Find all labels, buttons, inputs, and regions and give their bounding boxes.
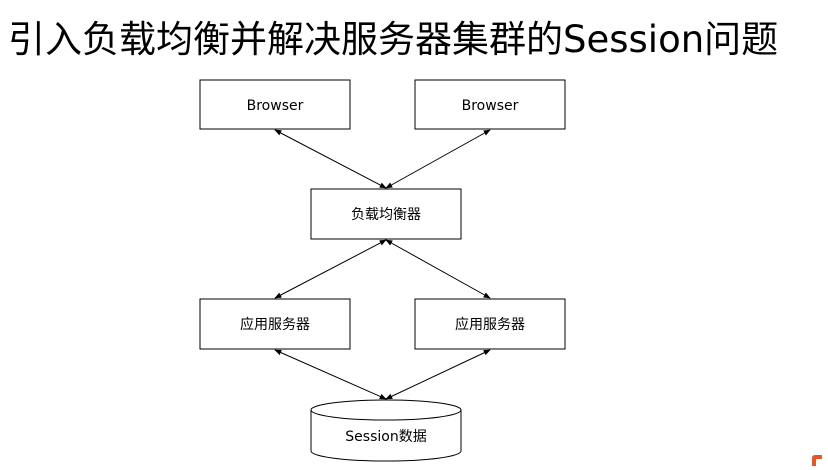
node-box bbox=[414, 79, 566, 130]
node-session-store: Session数据 bbox=[310, 399, 462, 462]
node-label: 应用服务器 bbox=[240, 316, 310, 333]
slide-title: 引入负载均衡并解决服务器集群的Session问题 bbox=[8, 18, 779, 61]
edge-loadbalancer-appserver1 bbox=[274, 239, 387, 299]
node-box bbox=[310, 188, 462, 240]
edge-appserver2-session bbox=[385, 349, 491, 400]
node-label: Browser bbox=[462, 98, 519, 114]
node-label: Session数据 bbox=[345, 429, 426, 445]
edge-browser1-loadbalancer bbox=[274, 129, 387, 189]
node-label: 负载均衡器 bbox=[351, 207, 421, 223]
node-box bbox=[414, 298, 566, 350]
corner-mark-icon bbox=[812, 455, 822, 466]
edge-appserver1-session bbox=[274, 349, 387, 400]
node-box bbox=[199, 79, 351, 130]
node-box bbox=[199, 298, 351, 350]
node-load-balancer: 负载均衡器 bbox=[310, 188, 462, 240]
cylinder-body bbox=[310, 410, 462, 462]
node-browser-1: Browser bbox=[199, 79, 351, 130]
node-browser-2: Browser bbox=[414, 79, 566, 130]
node-app-server-2: 应用服务器 bbox=[414, 298, 566, 350]
node-label: 应用服务器 bbox=[455, 316, 525, 333]
connectors bbox=[274, 129, 491, 400]
node-app-server-1: 应用服务器 bbox=[199, 298, 351, 350]
edge-browser2-loadbalancer bbox=[385, 129, 491, 189]
cylinder-top bbox=[310, 399, 462, 421]
node-label: Browser bbox=[247, 98, 304, 114]
edge-loadbalancer-appserver2 bbox=[385, 239, 491, 299]
